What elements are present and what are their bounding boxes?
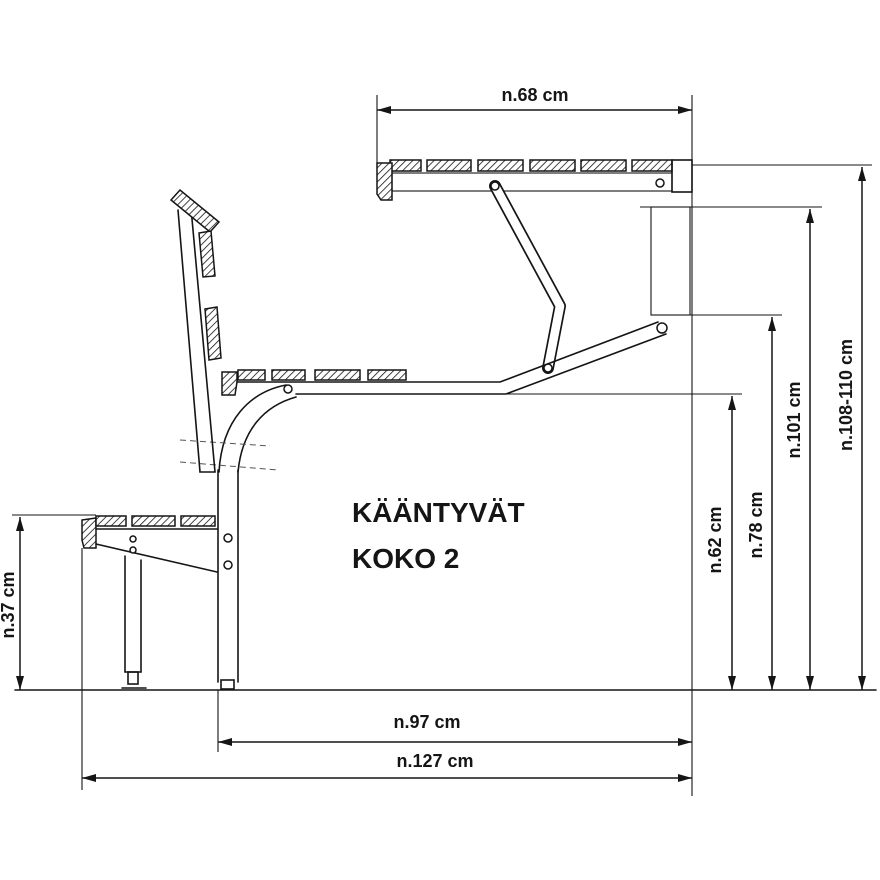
support-arm-inner: [490, 181, 565, 373]
label-top-width: n.68 cm: [501, 85, 568, 105]
main-post-foot: [220, 679, 235, 690]
lower-bench-slat: [95, 515, 127, 527]
table-position-outline: [650, 206, 691, 316]
construction-line: [179, 439, 271, 447]
hinge-pivot: [656, 322, 668, 334]
seat-frame-upper: [236, 321, 659, 383]
support-arm: [489, 180, 566, 374]
backrest-post-left: [177, 209, 201, 473]
lower-bench-slat: [131, 515, 176, 527]
label-low-seat-height: n.37 cm: [0, 571, 18, 638]
label-total-height: n.108-110 cm: [836, 339, 856, 451]
seat-slat: [237, 369, 266, 381]
seat-frame-lower: [295, 333, 667, 395]
top-table-end-block: [671, 159, 693, 193]
seat-slat: [271, 369, 306, 381]
top-slat: [631, 159, 673, 172]
backrest: [169, 188, 222, 473]
backrest-slat: [169, 188, 221, 234]
curved-support-inner: [237, 396, 297, 473]
top-table: [376, 159, 693, 201]
lower-bench-brace: [95, 543, 218, 573]
lower-bench-bolt: [129, 546, 137, 554]
label-seat-height: n.62 cm: [705, 506, 725, 573]
backrest-post-right: [190, 207, 216, 473]
extension-lines: [12, 95, 872, 796]
top-table-pivot: [655, 178, 665, 188]
label-base-width: n.97 cm: [393, 712, 460, 732]
top-table-frame: [391, 172, 673, 192]
lower-bench-bolt: [129, 535, 137, 543]
seat-edge-lip: [221, 371, 238, 396]
curved-support-outer: [218, 384, 287, 473]
lower-bench-edge-lip: [81, 517, 97, 549]
curved-support: [218, 384, 297, 473]
label-back-height: n.78 cm: [746, 491, 766, 558]
top-table-edge-lip: [376, 162, 393, 201]
top-slat: [529, 159, 576, 172]
label-table-height: n.101 cm: [784, 381, 804, 458]
top-slat: [389, 159, 422, 172]
title-line-2: KOKO 2: [352, 543, 459, 574]
top-slat: [477, 159, 524, 172]
main-post: [217, 469, 239, 690]
support-arm-pivot-top: [490, 181, 500, 191]
top-slat: [426, 159, 472, 172]
top-slat: [580, 159, 627, 172]
seat-pivot: [283, 384, 293, 394]
backrest-slat: [204, 306, 222, 361]
lower-bench: [81, 515, 218, 689]
lower-bench-foot: [127, 671, 139, 685]
backrest-slat: [198, 230, 216, 278]
seat-slat: [367, 369, 407, 381]
label-total-width: n.127 cm: [396, 751, 473, 771]
lower-bench-slat: [180, 515, 216, 527]
main-post-bolt: [223, 533, 233, 543]
seat-slat: [314, 369, 361, 381]
title-line-1: KÄÄNTYVÄT: [352, 497, 525, 528]
main-seat: [221, 321, 668, 396]
main-post-bolt: [223, 560, 233, 570]
construction-line: [179, 461, 279, 471]
